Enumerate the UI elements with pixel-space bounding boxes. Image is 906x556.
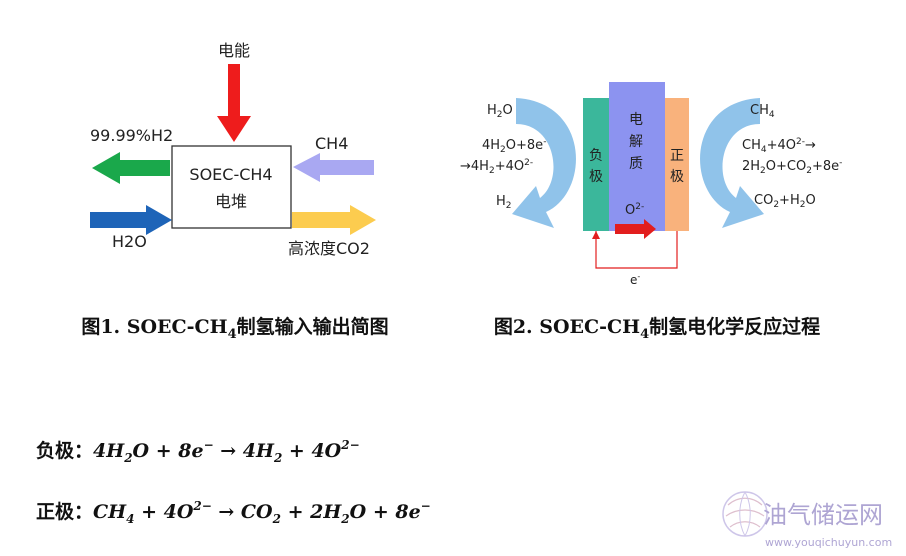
figure1: 电能 99.99%H2 SOEC-CH4 电堆 CH4 H2O 高浓度CO2 图…: [81, 41, 388, 342]
figure2-caption: 图2. SOEC-CH4制氢电化学反应过程: [494, 315, 820, 342]
left-output-h2: H2: [496, 194, 512, 211]
cathode-char-1: 正: [670, 148, 684, 164]
electrolyte-char-1: 电: [629, 112, 643, 128]
anode-equation-label: 负极：: [36, 439, 93, 462]
h2-output-arrow: [92, 152, 170, 184]
soec-stack-label: SOEC-CH4: [189, 165, 272, 184]
cathode-layer: [665, 98, 689, 231]
watermark-logo-icon: [722, 491, 768, 537]
oxygen-ion-arrow: [615, 219, 656, 239]
electricity-arrow: [217, 64, 251, 142]
right-flow-arrow: [700, 98, 764, 228]
soec-stack-sublabel: 电堆: [215, 192, 247, 211]
equations: 负极：4H2O + 8e− → 4H2 + 4O2− 正极：CH4 + 4O2−…: [36, 438, 431, 526]
h2o-input-arrow: [90, 205, 172, 235]
anode-char-2: 极: [589, 169, 603, 185]
cathode-reaction-line2: 2H2O+CO2+8e-: [742, 158, 842, 176]
h2o-input-label: H2O: [112, 232, 147, 251]
anode-reaction-line1: 4H2O+8e-: [482, 137, 546, 155]
oxygen-ion-label: O2-: [625, 202, 644, 218]
electrolyte-char-3: 质: [629, 156, 643, 172]
external-circuit: [595, 231, 678, 269]
co2-output-arrow: [292, 205, 376, 235]
anode-reaction-line2: →4H2+4O2-: [460, 158, 533, 176]
cathode-equation-label: 正极：: [36, 500, 93, 523]
circuit-arrowhead: [592, 231, 600, 239]
electrolyte-layer: [609, 82, 665, 231]
anode-layer: [583, 98, 609, 231]
watermark-title: 油气储运网: [763, 501, 883, 529]
ch4-input-arrow: [293, 153, 374, 182]
ch4-input-label: CH4: [315, 134, 348, 153]
anode-char-1: 负: [589, 148, 603, 164]
electrolyte-char-2: 解: [629, 134, 643, 150]
watermark-url: www.youqichuyun.com: [765, 536, 892, 549]
h2-output-label: 99.99%H2: [90, 126, 173, 145]
soec-stack-box: [171, 145, 292, 229]
electron-label: e-: [630, 272, 640, 287]
left-flow-arrow: [512, 98, 576, 228]
cathode-reaction-line1: CH4+4O2-→: [742, 137, 816, 155]
right-output-co2-h2o: CO2+H2O: [754, 193, 816, 210]
left-input-h2o: H2O: [487, 103, 513, 120]
right-input-ch4: CH4: [750, 103, 775, 120]
electricity-label: 电能: [218, 41, 250, 60]
cathode-equation: 正极：CH4 + 4O2− → CO2 + 2H2O + 8e−: [36, 499, 431, 526]
watermark: 油气储运网 www.youqichuyun.com: [722, 491, 892, 549]
co2-output-label: 高浓度CO2: [288, 239, 370, 258]
figure1-caption: 图1. SOEC-CH4制氢输入输出简图: [81, 315, 388, 342]
figure2: H2O 4H2O+8e- →4H2+4O2- H2 负 极 电 解 质 正 极 …: [460, 82, 842, 342]
anode-equation: 负极：4H2O + 8e− → 4H2 + 4O2−: [36, 438, 360, 465]
cathode-char-2: 极: [670, 169, 684, 185]
